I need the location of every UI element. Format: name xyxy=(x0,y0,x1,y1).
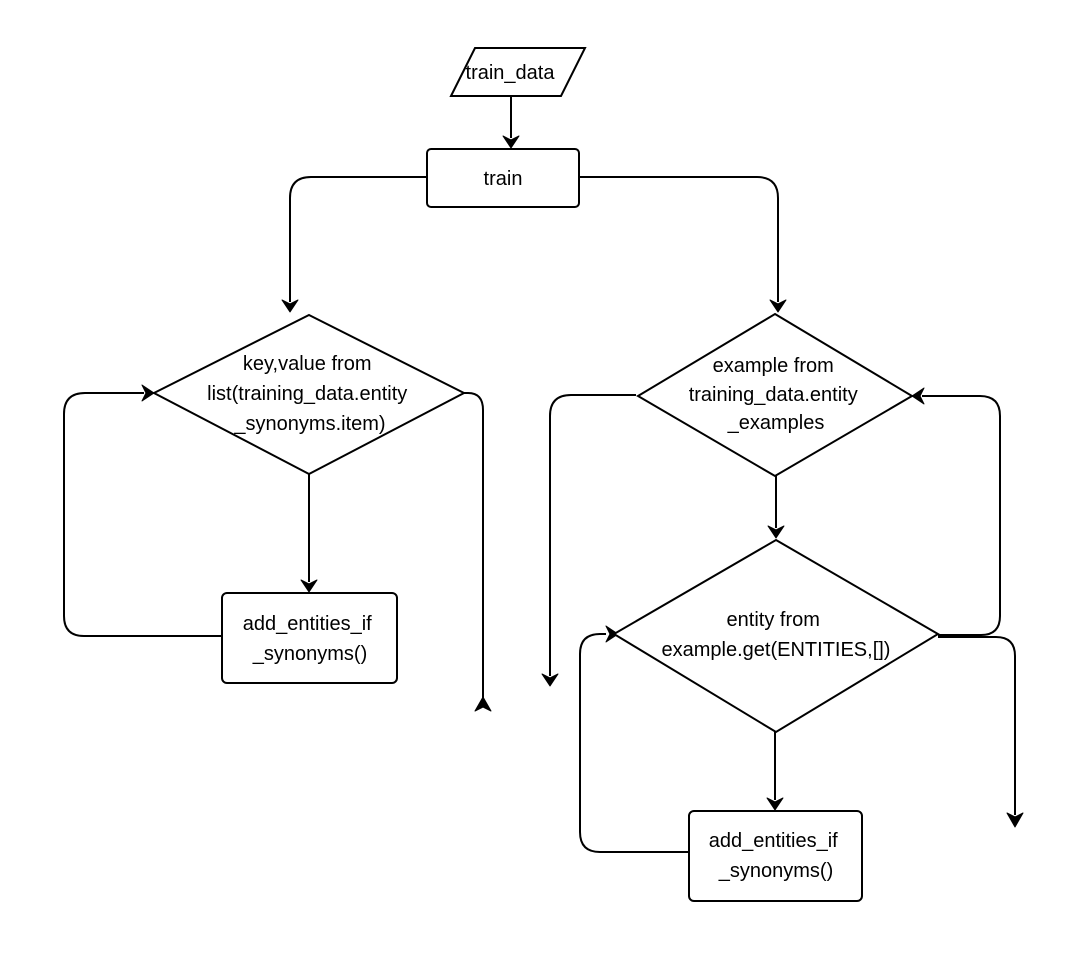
edge-entity-loop-back-to-example xyxy=(922,395,1001,636)
edge-add-right-loop-back xyxy=(579,633,689,853)
input-parallelogram xyxy=(449,47,587,97)
node-train-data: train_data xyxy=(449,47,587,97)
edge-train-to-synonym-loop xyxy=(289,176,427,302)
example-loop-line-2: training_data.entity xyxy=(689,384,858,406)
arrowhead-entity-loop xyxy=(767,525,785,539)
add-synonyms-right-label: add_entities_if _synonyms() xyxy=(709,830,844,882)
entity-loop-diamond xyxy=(612,538,940,734)
example-loop-line-1: example from xyxy=(713,355,834,377)
add-synonyms-left-line-1: add_entities_if xyxy=(243,613,372,635)
arrowhead-synonym-exit xyxy=(474,696,492,712)
edge-entity-loop-exit xyxy=(938,636,1016,815)
train-label: train xyxy=(484,168,523,190)
entity-loop-line-2: example.get(ENTITIES,[]) xyxy=(662,639,891,661)
arrowhead-add-left xyxy=(300,579,318,593)
synonym-loop-line-2: list(training_data.entity xyxy=(207,383,407,405)
entity-loop-label: entity from example.get(ENTITIES,[]) xyxy=(662,609,891,661)
synonym-loop-line-3: _synonyms.item) xyxy=(233,413,385,435)
arrowhead-loop-back-entity xyxy=(605,625,619,643)
arrowhead-example-exit xyxy=(541,673,559,687)
entity-loop-line-1: entity from xyxy=(727,609,820,631)
example-loop-label: example from training_data.entity _examp… xyxy=(689,355,864,434)
example-loop-line-3: _examples xyxy=(727,412,825,434)
arrowhead-synonym-loop xyxy=(281,299,299,313)
node-entity-loop: entity from example.get(ENTITIES,[]) xyxy=(612,538,940,734)
arrowhead-loop-back-left xyxy=(141,384,155,402)
edge-add-left-loop-back xyxy=(63,392,222,637)
edges xyxy=(63,96,1024,853)
example-loop-diamond xyxy=(636,312,914,478)
arrowhead-entity-exit xyxy=(1006,812,1024,828)
add-synonyms-left-line-2: _synonyms() xyxy=(252,643,367,665)
node-add-synonyms-left: add_entities_if _synonyms() xyxy=(221,592,398,684)
synonym-loop-label: key,value from list(training_data.entity… xyxy=(207,353,413,435)
edge-synonym-loop-exit xyxy=(464,392,484,700)
add-synonyms-left-label: add_entities_if _synonyms() xyxy=(243,613,378,665)
edge-train-to-example-loop xyxy=(579,176,779,302)
arrowhead-loop-back-example xyxy=(911,387,925,405)
train-data-label: train_data xyxy=(466,62,556,84)
arrowhead-example-loop xyxy=(769,299,787,313)
add-synonyms-right-line-2: _synonyms() xyxy=(718,860,833,882)
train-process-box xyxy=(426,148,580,208)
arrowhead-add-right xyxy=(766,797,784,811)
add-synonyms-right-line-1: add_entities_if xyxy=(709,830,838,852)
add-synonyms-left-box xyxy=(221,592,398,684)
node-synonym-loop: key,value from list(training_data.entity… xyxy=(151,313,467,476)
synonym-loop-line-1: key,value from xyxy=(243,353,372,375)
arrowhead-train xyxy=(502,135,520,149)
node-train: train xyxy=(426,148,580,208)
node-example-loop: example from training_data.entity _examp… xyxy=(636,312,914,478)
node-add-synonyms-right: add_entities_if _synonyms() xyxy=(688,810,863,902)
synonym-loop-diamond xyxy=(151,313,467,476)
edge-example-loop-exit xyxy=(549,394,636,676)
add-synonyms-right-box xyxy=(688,810,863,902)
